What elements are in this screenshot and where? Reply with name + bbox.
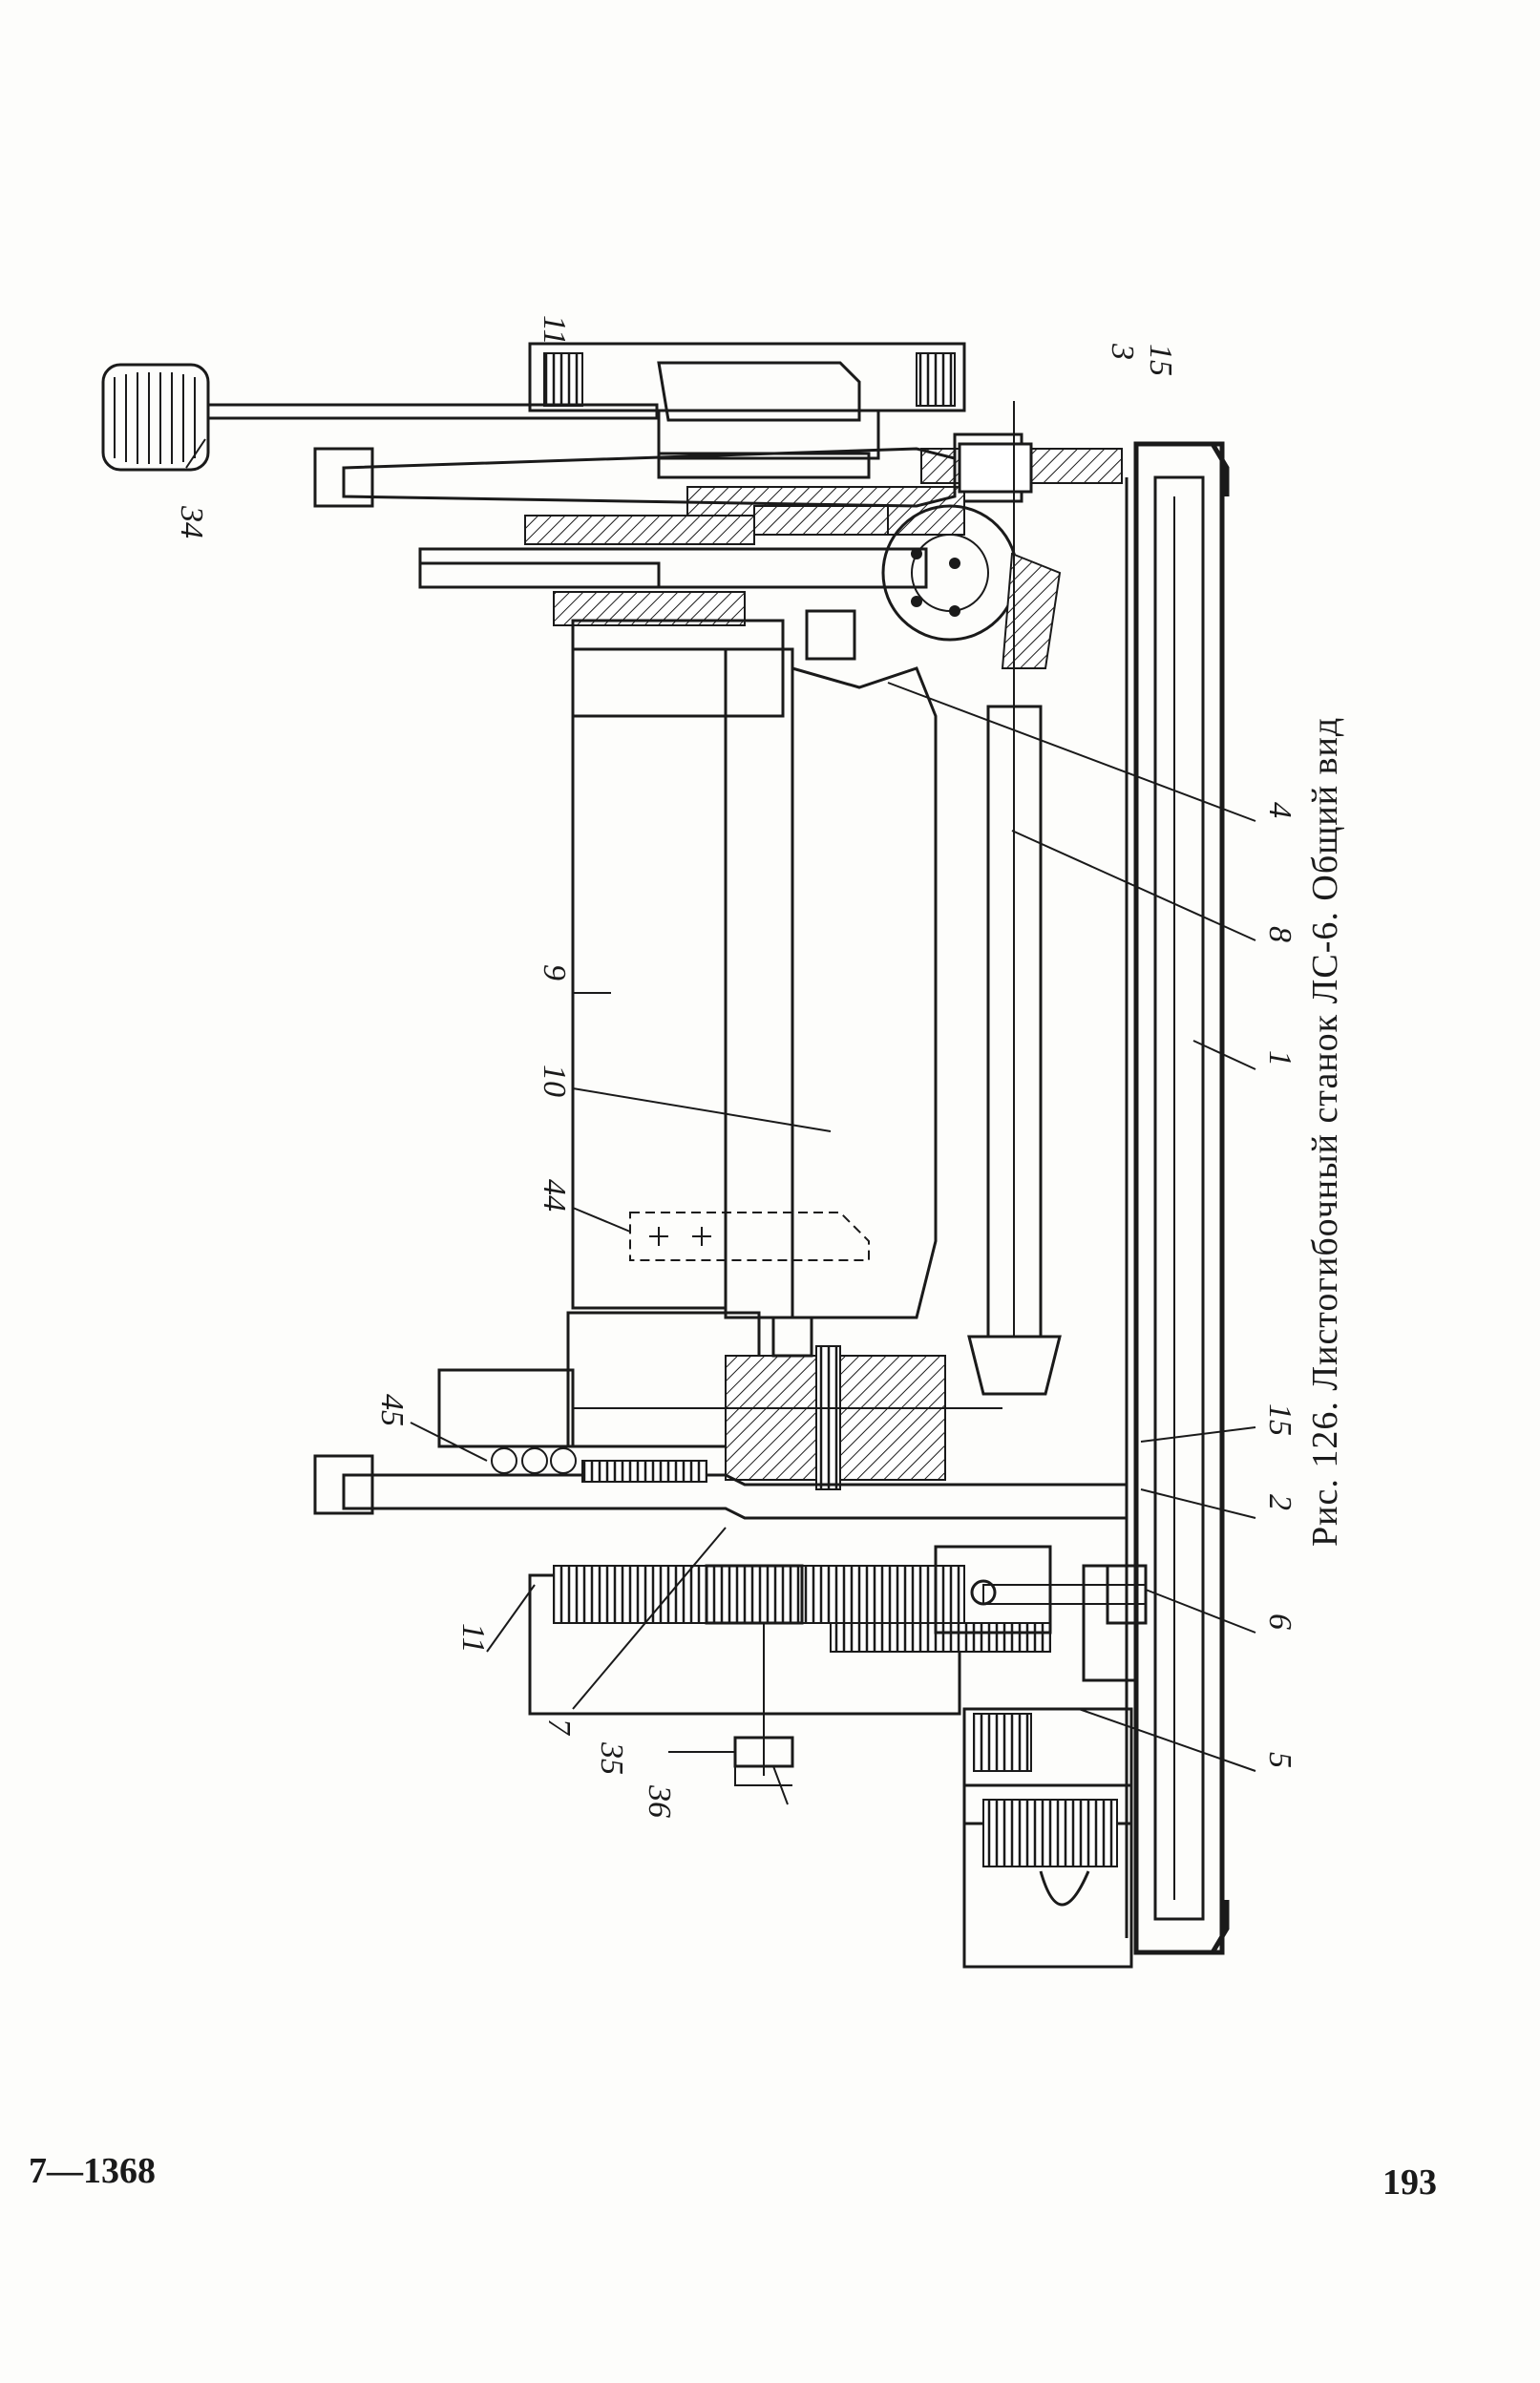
right-column xyxy=(313,432,1123,718)
figure-caption: Рис. 126. Листогибочный станок ЛС-6. Общ… xyxy=(1305,717,1345,1547)
label-7: 7 xyxy=(541,1719,577,1737)
large-gear xyxy=(528,1545,1147,1805)
label-2: 2 xyxy=(1262,1494,1297,1510)
apron-44 xyxy=(629,1212,870,1261)
label-1: 1 xyxy=(1262,1050,1297,1066)
label-6: 6 xyxy=(1262,1613,1297,1630)
label-9: 9 xyxy=(537,964,572,981)
label-10: 10 xyxy=(537,1065,572,1097)
label-8: 8 xyxy=(1262,926,1297,942)
label-11-top: 11 xyxy=(537,315,572,345)
label-4: 4 xyxy=(1262,802,1297,818)
part-labels: 11 3 15 34 4 8 9 10 1 44 45 15 2 11 6 7 … xyxy=(174,315,1297,1818)
label-34: 34 xyxy=(174,505,209,538)
left-housing xyxy=(313,1311,1129,1520)
label-15-top: 15 xyxy=(1143,344,1178,376)
beam-10 xyxy=(724,647,938,1319)
base-frame xyxy=(1125,441,1230,1955)
label-36: 36 xyxy=(642,1784,677,1818)
counterweight xyxy=(101,363,659,472)
upper-housing xyxy=(528,342,966,479)
beam-9 xyxy=(571,647,728,1310)
label-44: 44 xyxy=(537,1179,572,1212)
main-shaft xyxy=(967,401,1062,1396)
label-15-bottom: 15 xyxy=(1262,1403,1297,1436)
label-5: 5 xyxy=(1262,1752,1297,1768)
label-3: 3 xyxy=(1105,343,1140,360)
label-45: 45 xyxy=(374,1394,410,1426)
page-number: 193 xyxy=(1382,2162,1437,2203)
signature-code: 7—1368 xyxy=(29,2151,156,2191)
leader-lines xyxy=(185,438,1256,1772)
label-35: 35 xyxy=(594,1741,629,1775)
gearbox xyxy=(962,1564,1148,1969)
label-11-bottom: 11 xyxy=(455,1623,491,1653)
